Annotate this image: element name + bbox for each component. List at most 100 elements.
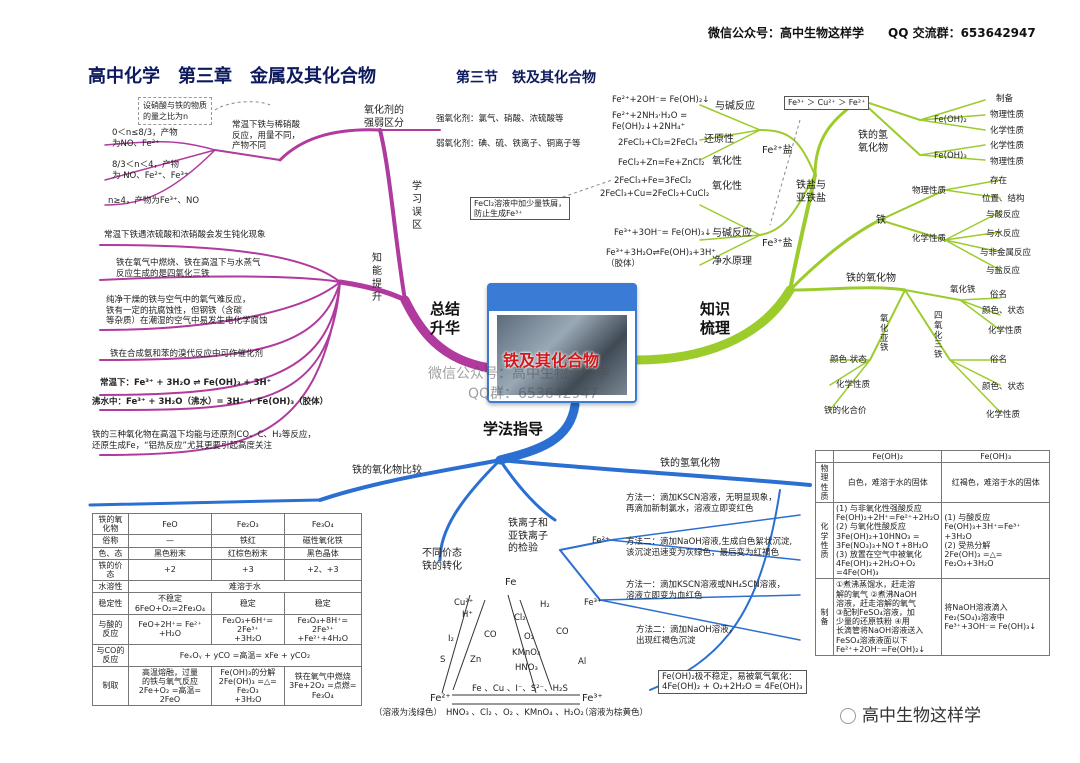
table-cell: 磁性氧化铁 — [283, 534, 363, 548]
table-header-cell: Fe₃O₄ — [283, 512, 363, 536]
center-card: 铁及其化合物 — [487, 283, 637, 403]
ability-3: 纯净干燥的铁与空气中的氧气难反应， 铁有一定的抗腐蚀性，但钢铁（含碳 等杂质）在… — [106, 295, 268, 327]
method-4: 方法二：滴加NaOH溶液， 出现红褐色沉淀 — [636, 625, 738, 646]
table-row: 稳定性 不稳定 6FeO+O₂=2Fe₃O₄ 稳定 稳定 — [92, 592, 363, 615]
feo-color: 颜色 状态 — [830, 355, 867, 365]
header-wechat: 微信公众号：高中生物这样学 — [708, 26, 865, 40]
fe2-alkali: 与碱反应 — [715, 101, 755, 112]
iron-valence: 铁的化合价 — [824, 406, 867, 416]
table-cell: 铁红 — [211, 534, 285, 548]
fe3-ox-eq2: 2FeCl₃+Cu=2FeCl₂+CuCl₂ — [600, 189, 710, 199]
fe3-alkali: 与碱反应 — [712, 228, 752, 239]
table-cell: 黑色粉末 — [127, 546, 213, 560]
table-row: 与CO的反应 FeₓOᵧ + yCO =高温= xFe + yCO₂ — [92, 644, 363, 667]
tri-fe3: Fe³⁺ — [582, 693, 603, 704]
tri-mid-1: O₂ — [524, 632, 535, 642]
iron-node: 铁 — [876, 215, 886, 226]
oxides-node: 铁的氧化物 — [846, 273, 896, 284]
label-detect: 铁离子和 亚铁离子 的检验 — [508, 518, 548, 554]
table-row: 制备 ①煮沸蒸馏水，赶走溶 解的氧气 ②煮沸NaOH 溶液，赶走溶解的氧气 ③配… — [815, 578, 1050, 656]
strong-oxidizer: 强氧化剂：氯气、硝酸、浓硫酸等 — [436, 114, 564, 124]
fe2o3-chem: 化学性质 — [988, 326, 1023, 336]
tri-left-3: S — [440, 655, 446, 665]
table-cell: Fe₃O₄+8H⁺= 2Fe³⁺ +Fe²⁺+4H₂O — [283, 613, 363, 646]
branch-summary: 总结 升华 — [430, 300, 461, 337]
ability-2: 铁在氧气中燃烧、铁在高温下与水蒸气 反应生成的是四氧化三铁 — [116, 258, 261, 279]
order-box: Fe³⁺ ＞ Cu²⁺ ＞ Fe²⁺ — [784, 96, 870, 110]
table-cell: +2、+3 — [283, 558, 363, 582]
tri-caption-left: （溶液为浅绿色） — [374, 708, 443, 718]
page-subtitle: 第三节 铁及其化合物 — [456, 70, 596, 86]
tri-fe: Fe — [505, 577, 517, 588]
fe3-ox-eq1: 2FeCl₃+Fe=3FeCl₂ — [614, 176, 692, 186]
page-title: 高中化学 第三章 金属及其化合物 — [88, 66, 376, 87]
table-cell: — — [127, 534, 213, 548]
label-convert: 不同价态 铁的转化 — [422, 548, 462, 572]
case-2: 8/3＜n＜4，产物 为 NO、Fe²⁺、Fe³⁺ — [112, 160, 189, 181]
tri-left-4: CO — [484, 630, 497, 640]
fe2o3-name: 俗名 — [990, 290, 1008, 300]
table-cell: 与酸的反应 — [92, 613, 129, 646]
table-cell: FeₓOᵧ + yCO =高温= xFe + yCO₂ — [127, 644, 363, 667]
label-oxide-compare: 铁的氧化物比较 — [352, 465, 422, 476]
weak-oxidizer: 弱氧化剂：碘、硫、铁离子、铜离子等 — [436, 139, 581, 149]
table-cell: 制取 — [92, 665, 129, 707]
react-nonmetal: 与非金属反应 — [980, 248, 1032, 258]
feoh2-prep: 制备 — [996, 94, 1014, 104]
fe2-red-eq: 2FeCl₂+Cl₂=2FeCl₃ — [618, 138, 698, 148]
feo-chem: 化学性质 — [836, 380, 871, 390]
unstable-note: Fe(OH)₂极不稳定，易被氧气氧化： 4Fe(OH)₂ + O₂+2H₂O =… — [658, 670, 807, 695]
fe3-salt: Fe³⁺盐 — [762, 238, 793, 249]
fe3-note: FeCl₂溶液中加少量铁屑， 防止生成Fe³⁺ — [470, 197, 571, 221]
header-qq: QQ 交流群：653642947 — [888, 26, 1036, 40]
tri-mid-0: Cl₂ — [514, 613, 526, 623]
table-cell: ①煮沸蒸馏水，赶走溶 解的氧气 ②煮沸NaOH 溶液，赶走溶解的氧气 ③配制Fe… — [832, 578, 943, 656]
fe3-oxidizing: 氧化性 — [712, 181, 742, 192]
tri-left-0: Cu²⁺ — [454, 598, 474, 608]
table-cell: 红棕色粉末 — [211, 546, 285, 560]
fe3-water-eq: Fe³⁺+3H₂O⇌Fe(OH)₃+3H⁺ （胶体） — [606, 248, 716, 269]
table-row: 色、态 黑色粉末 红棕色粉末 黑色晶体 — [92, 546, 363, 560]
fe3o4-node: 四 氧 化 三 铁 — [934, 311, 943, 361]
table-cell: 物理性质 — [815, 462, 834, 503]
fe3o4-chem: 化学性质 — [986, 410, 1021, 420]
react-salt: 与盐反应 — [986, 266, 1021, 276]
table-header-cell — [815, 449, 834, 464]
fe2-oxidizing: 氧化性 — [712, 156, 742, 167]
fe2-eq1: Fe²⁺+2OH⁻= Fe(OH)₂↓ — [612, 95, 710, 105]
table-cell: 制备 — [815, 578, 834, 656]
fe2-reducing: 还原性 — [704, 134, 734, 145]
tri-mid-2: KMnO₄ — [512, 648, 541, 658]
branch-method: 学法指导 — [483, 420, 544, 438]
table-cell: 化学性质 — [815, 501, 834, 580]
case-3: n≥4，产物为Fe³⁺、NO — [108, 196, 200, 206]
method-1: 方法一：滴加KSCN溶液，无明显现象， 再滴加新制氯水，溶液立即变红色 — [626, 493, 777, 514]
table-cell: 白色，难溶于水的固体 — [832, 462, 943, 503]
table-cell: Fe(OH)₃的分解 2Fe(OH)₃ =△= Fe₂O₃ +3H₂O — [211, 665, 285, 707]
table-header: Fe(OH)₂ Fe(OH)₃ — [815, 449, 1050, 464]
table-row: 水溶性 难溶于水 — [92, 580, 363, 594]
table-cell: 稳定性 — [92, 592, 129, 615]
tri-mid-3: HNO₃ — [515, 663, 538, 673]
tri-fe2: Fe²⁺ — [430, 693, 451, 704]
feoh3-chem: 化学性质 — [990, 141, 1025, 151]
table-header-cell: 铁的氧化物 — [92, 512, 129, 536]
fe3o4-color: 颜色、状态 — [982, 382, 1025, 392]
table-cell: (1) 与酸反应 Fe(OH)₃+3H⁺=Fe³⁺ +3H₂O (2) 受热分解… — [941, 501, 1050, 580]
watermark-qq: QQ群：653642947 — [468, 386, 599, 402]
steel-photo — [497, 315, 627, 395]
fe3-alkali-eq: Fe³⁺+3OH⁻= Fe(OH)₃↓ — [614, 228, 712, 238]
center-title: 铁及其化合物 — [503, 351, 600, 370]
label-oxidizer: 氧化剂的 强弱区分 — [364, 105, 404, 129]
table-header-cell: Fe(OH)₂ — [832, 449, 943, 464]
feoh2-node: Fe(OH)₂ — [934, 115, 967, 125]
iron-phys: 物理性质 — [912, 186, 947, 196]
table-cell: 水溶性 — [92, 580, 129, 594]
table-cell: 铁的价态 — [92, 558, 129, 582]
table-cell: 与CO的反应 — [92, 644, 129, 667]
table-cell: (1) 与非氧化性强酸反应 Fe(OH)₂+2H⁺=Fe²⁺+2H₂O (2) … — [832, 501, 943, 580]
ability-1: 常温下铁遇浓硫酸和浓硝酸会发生钝化现象 — [104, 230, 266, 240]
feoh2-phys: 物理性质 — [990, 110, 1025, 120]
card-top-bar — [489, 285, 635, 311]
table-header-cell: FeO — [127, 512, 213, 536]
